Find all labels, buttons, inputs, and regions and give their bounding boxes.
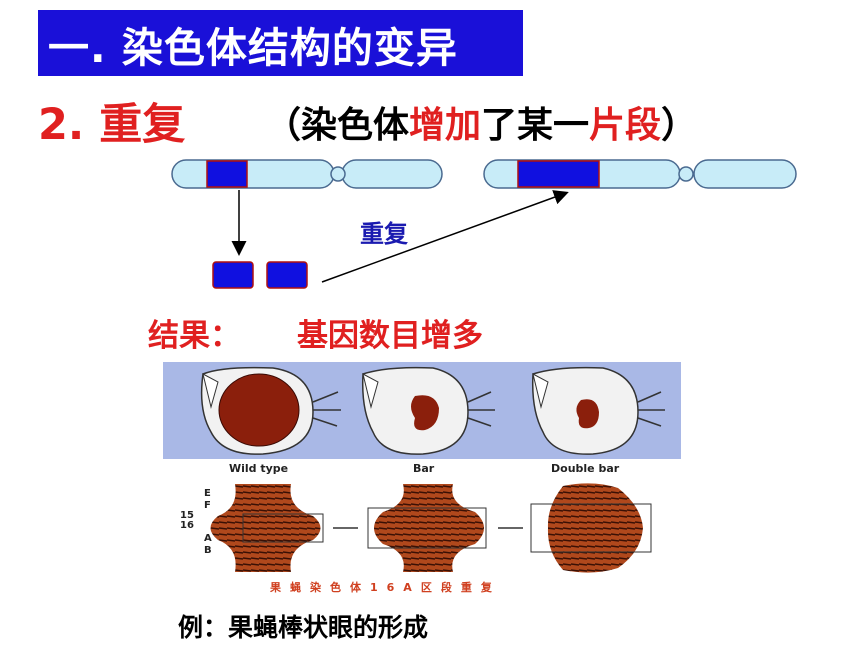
band-marker-f: F (204, 500, 211, 511)
insert-arrow (321, 190, 569, 283)
original-chromosome (171, 159, 443, 189)
original-segment (206, 160, 248, 188)
note-highlight-2: 片段 (589, 105, 662, 146)
result-value: 基因数目增多 (297, 318, 483, 354)
segment-copy-2 (266, 261, 308, 289)
band-marker-16: 16 (180, 520, 194, 531)
band-marker-b: B (204, 545, 212, 556)
bar-head (361, 366, 495, 455)
caption-wild-type: Wild type (229, 462, 289, 475)
band-marker-15: 15 (180, 510, 194, 521)
result-label: 结果： (148, 318, 241, 354)
band-double-bar (530, 483, 652, 573)
section-note: （染色体增加了某一片段） (265, 96, 697, 148)
wild-type-head (200, 366, 341, 455)
section-heading: 2. 重复 (38, 100, 186, 150)
caption-double-bar: Double bar (551, 462, 620, 475)
band-normal (210, 484, 324, 572)
example-text: 例：果蝇棒状眼的形成 (178, 613, 429, 642)
band-caption: 果蝇染色体16A区段重复 (270, 581, 501, 594)
duplicated-segment (517, 160, 600, 188)
segment-copy-1 (212, 261, 254, 289)
duplication-label: 重复 (360, 220, 408, 248)
duplicated-chromosome (483, 159, 797, 189)
page-title: 一. 染色体结构的变异 (48, 24, 458, 72)
chromosome-band-figure (163, 478, 681, 603)
band-marker-e: E (204, 488, 211, 499)
title-bar (38, 10, 523, 76)
note-open: （染色体 (265, 105, 410, 146)
duplication-diagram (171, 159, 797, 289)
caption-bar: Bar (413, 462, 435, 475)
band-marker-a: A (204, 533, 212, 544)
note-close: ） (661, 105, 698, 146)
double-bar-head (531, 366, 665, 455)
note-highlight-1: 增加 (409, 105, 482, 146)
band-bar (367, 484, 487, 572)
note-mid: 了某一 (481, 105, 590, 146)
fly-eye-figure (163, 362, 681, 459)
